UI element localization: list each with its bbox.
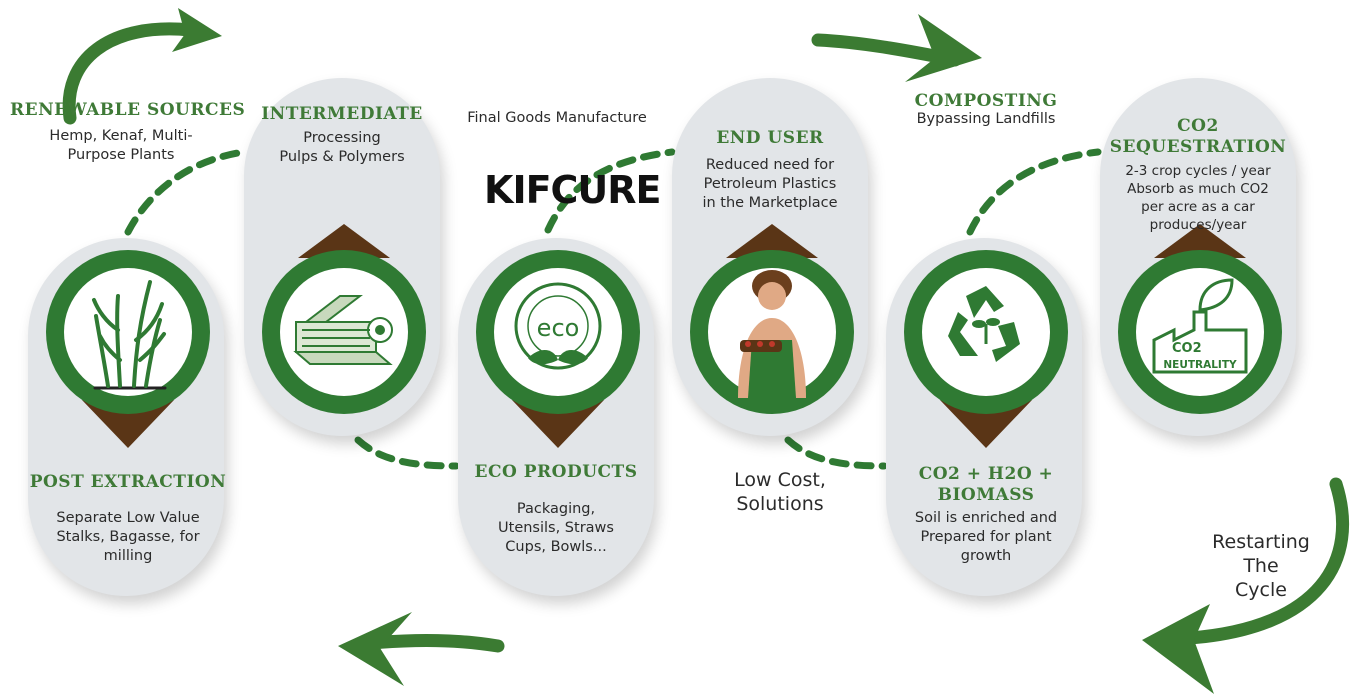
dashed-connectors bbox=[124, 148, 1102, 470]
co2-neutrality-icon bbox=[1152, 278, 1248, 374]
eco-word: eco bbox=[537, 314, 580, 342]
neutrality-label: NEUTRALITY bbox=[1163, 359, 1237, 371]
eco-badge-icon: eco bbox=[514, 282, 602, 370]
crop-plant-icon bbox=[92, 280, 167, 390]
top-right-arrow-icon bbox=[811, 14, 982, 82]
renewable-desc: Hemp, Kenaf, Multi-Purpose Plants bbox=[49, 128, 193, 163]
end-user-icon bbox=[738, 270, 806, 398]
bottom-left-arrow-icon bbox=[338, 612, 505, 686]
final-goods-label: Final Goods Manufacture bbox=[467, 110, 647, 126]
intermediate-title: INTERMEDIATE bbox=[261, 104, 423, 124]
processing-machine-icon bbox=[293, 295, 393, 365]
kifcure-logo: KIFCURE bbox=[484, 168, 662, 212]
co2-label: CO2 bbox=[1172, 341, 1202, 356]
end-user-title: END USER bbox=[716, 128, 824, 148]
biomass-title: CO2 + H2O +BIOMASS bbox=[918, 464, 1054, 505]
restart-arrow-icon bbox=[1142, 477, 1350, 694]
composting-desc: Bypassing Landfills bbox=[916, 111, 1056, 127]
eco-products-title: ECO PRODUCTS bbox=[474, 462, 638, 482]
top-left-arrow-icon bbox=[62, 8, 222, 125]
low-cost-label: Low Cost,Solutions bbox=[734, 469, 826, 515]
post-extraction-title: POST EXTRACTION bbox=[29, 472, 227, 492]
composting-title: COMPOSTING bbox=[914, 91, 1058, 111]
renewable-title: RENEWABLE SOURCES bbox=[10, 100, 246, 120]
recycle-icon bbox=[948, 286, 1020, 362]
